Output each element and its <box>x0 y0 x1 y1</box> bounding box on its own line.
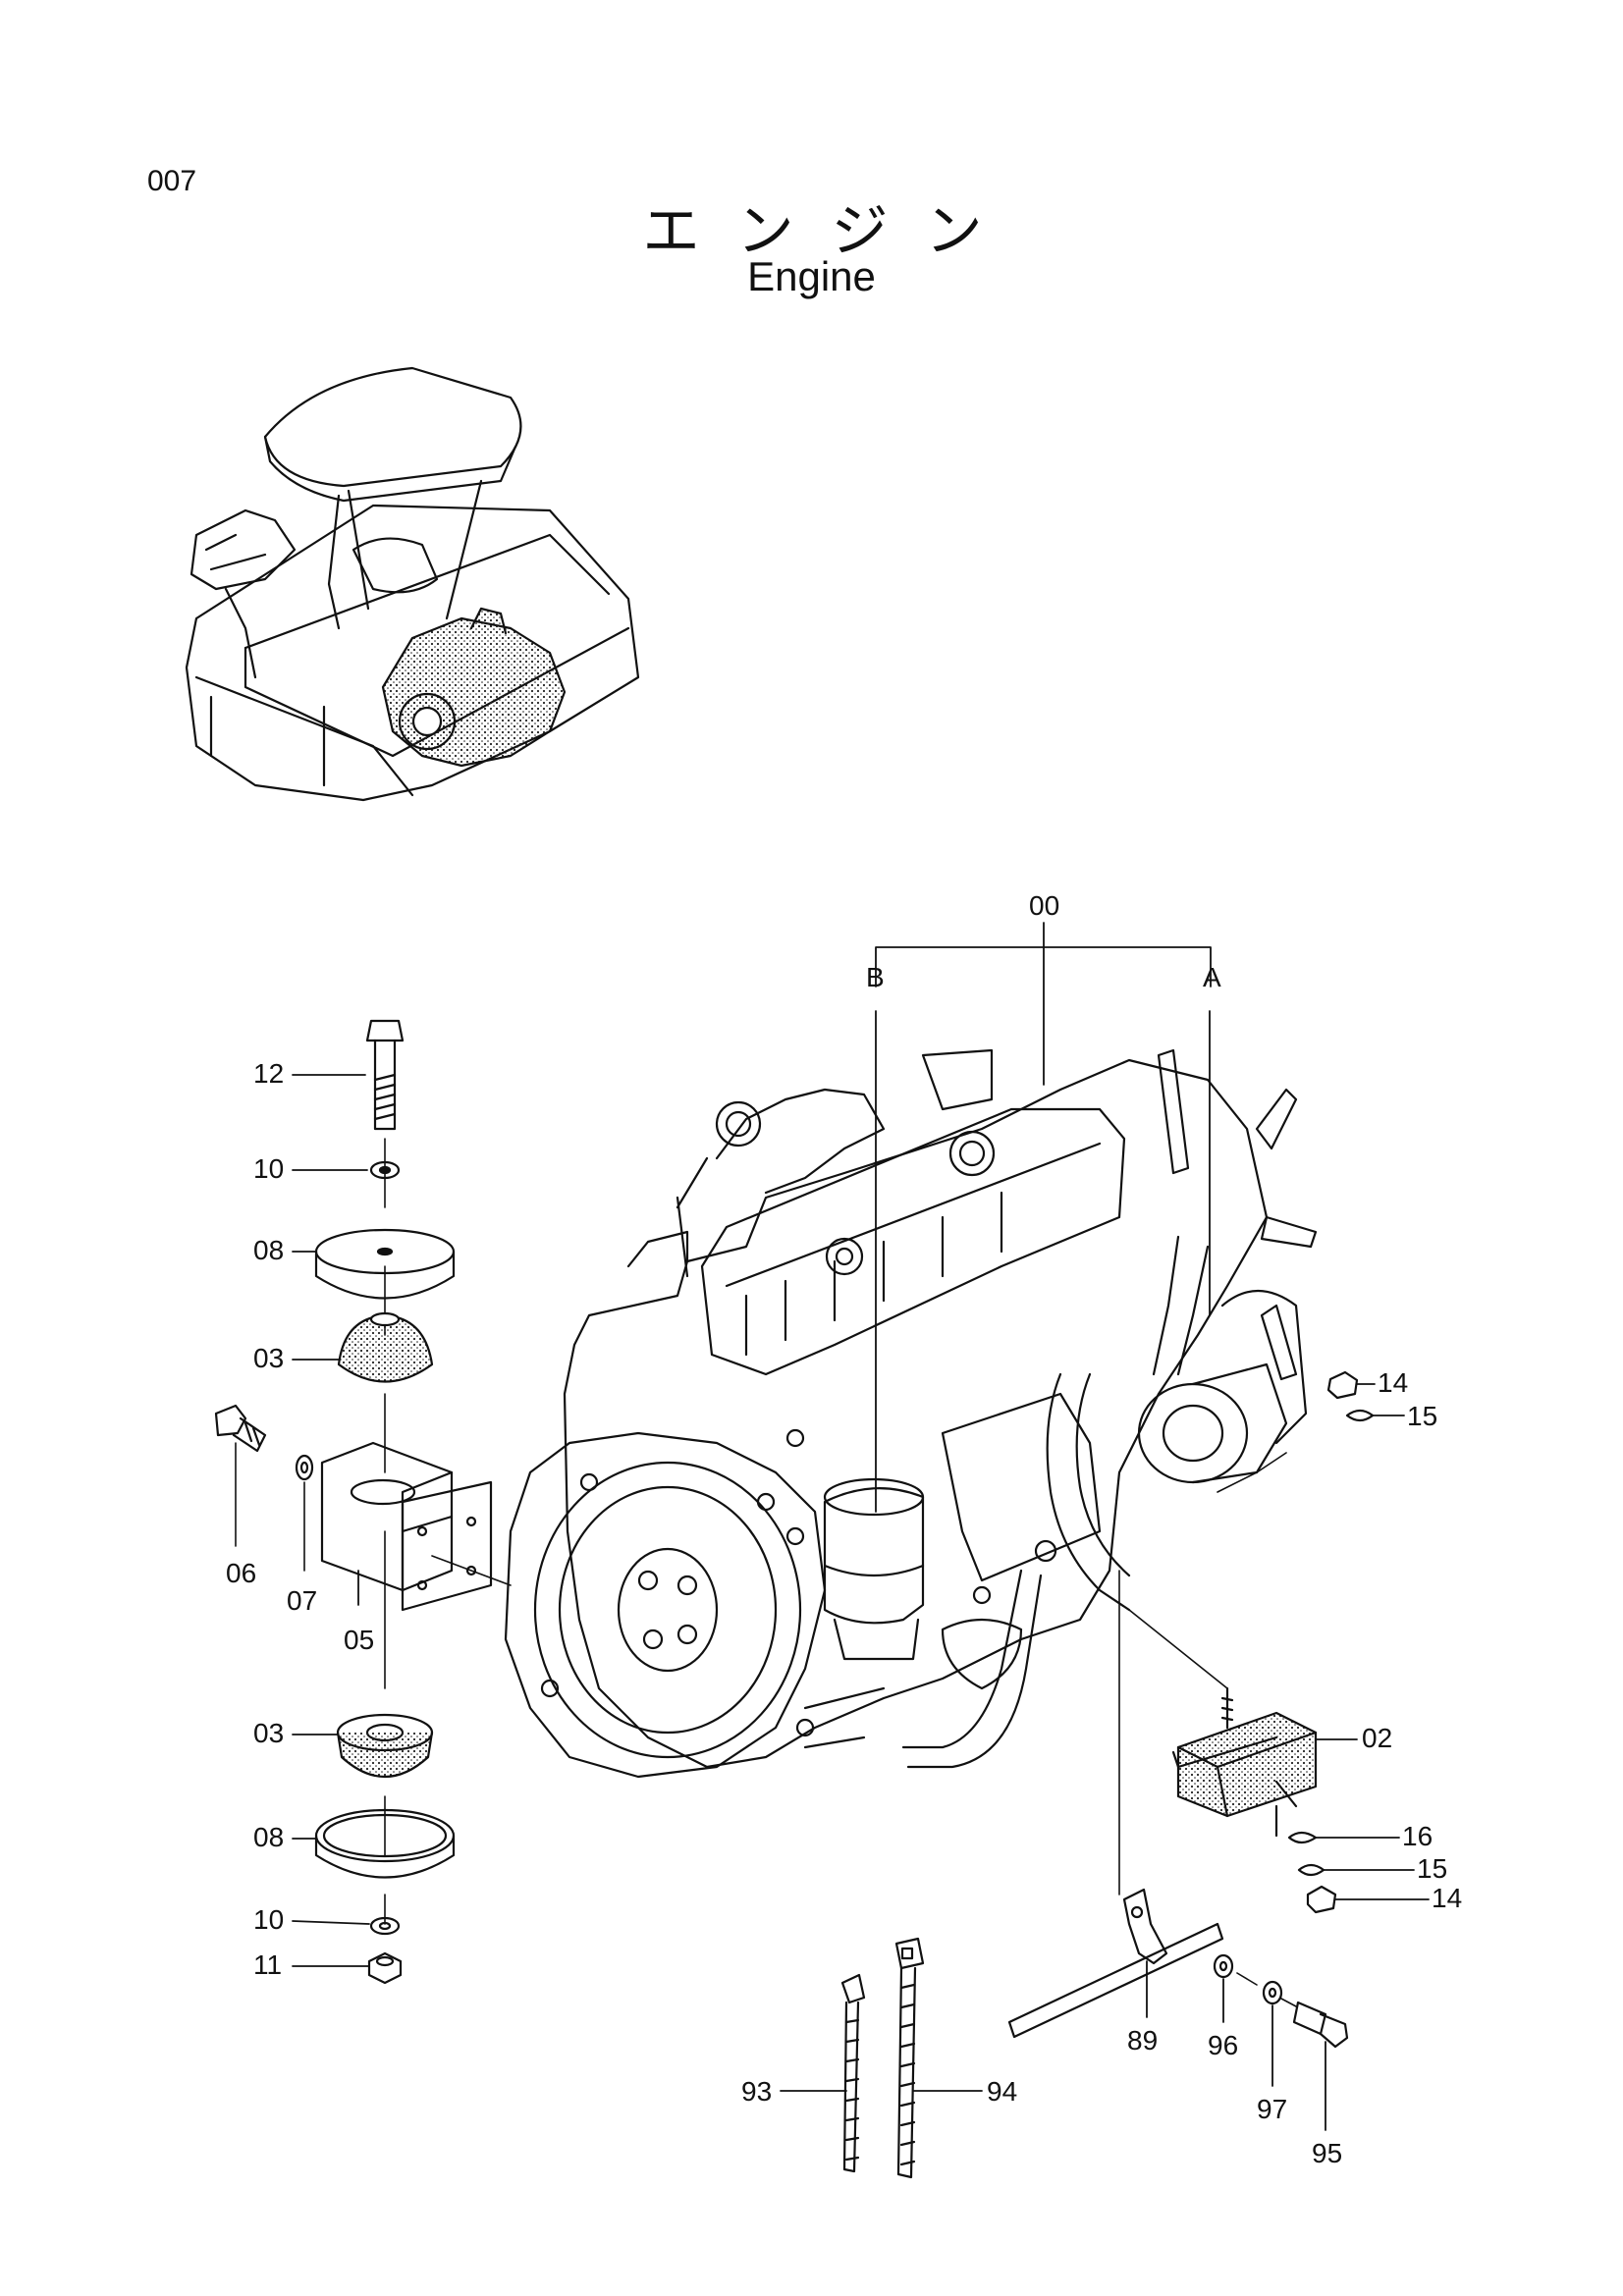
callout-10-top: 10 <box>253 1153 284 1184</box>
callout-89: 89 <box>1127 2025 1158 2056</box>
callout-94: 94 <box>987 2076 1017 2107</box>
callout-a: A <box>1203 962 1221 992</box>
callout-12: 12 <box>253 1058 284 1089</box>
title-japanese: エンジン <box>642 197 1020 264</box>
callout-10-bottom: 10 <box>253 1904 284 1935</box>
callout-15-top: 15 <box>1407 1401 1437 1431</box>
callout-05: 05 <box>344 1625 374 1655</box>
callout-03-top: 03 <box>253 1343 284 1373</box>
leader-lines <box>292 1074 1430 2131</box>
callout-08-top: 08 <box>253 1235 284 1265</box>
pipe-clamp <box>1007 1570 1349 2049</box>
callout-06: 06 <box>226 1558 256 1588</box>
right-mount <box>1128 1370 1375 1914</box>
callout-07: 07 <box>287 1585 317 1616</box>
callout-95: 95 <box>1312 2138 1342 2168</box>
machine-overview-illustration <box>185 366 640 802</box>
callout-03-bottom: 03 <box>253 1718 284 1748</box>
engine-assembly <box>504 1048 1318 1779</box>
page-number: 007 <box>147 165 197 197</box>
callout-93: 93 <box>741 2076 772 2107</box>
callout-14-bottom: 14 <box>1432 1883 1462 1913</box>
callout-96: 96 <box>1208 2030 1238 2060</box>
callout-b: B <box>866 962 885 992</box>
callout-02: 02 <box>1362 1723 1392 1753</box>
callout-00: 00 <box>1029 890 1059 921</box>
callout-11: 11 <box>253 1949 282 1980</box>
cable-ties <box>840 1937 925 2179</box>
callout-97: 97 <box>1257 2094 1287 2124</box>
assembly-bracket <box>875 922 1212 1513</box>
title-english: Engine <box>747 253 876 299</box>
callout-16: 16 <box>1402 1821 1433 1851</box>
callout-14-top: 14 <box>1378 1367 1408 1398</box>
callout-08-bottom: 08 <box>253 1822 284 1852</box>
callout-labels: 00 A B 12 10 08 03 06 07 05 03 08 10 11 … <box>226 890 1462 2168</box>
left-mount-stack <box>214 1019 512 1985</box>
callout-15-bottom: 15 <box>1417 1853 1447 1884</box>
